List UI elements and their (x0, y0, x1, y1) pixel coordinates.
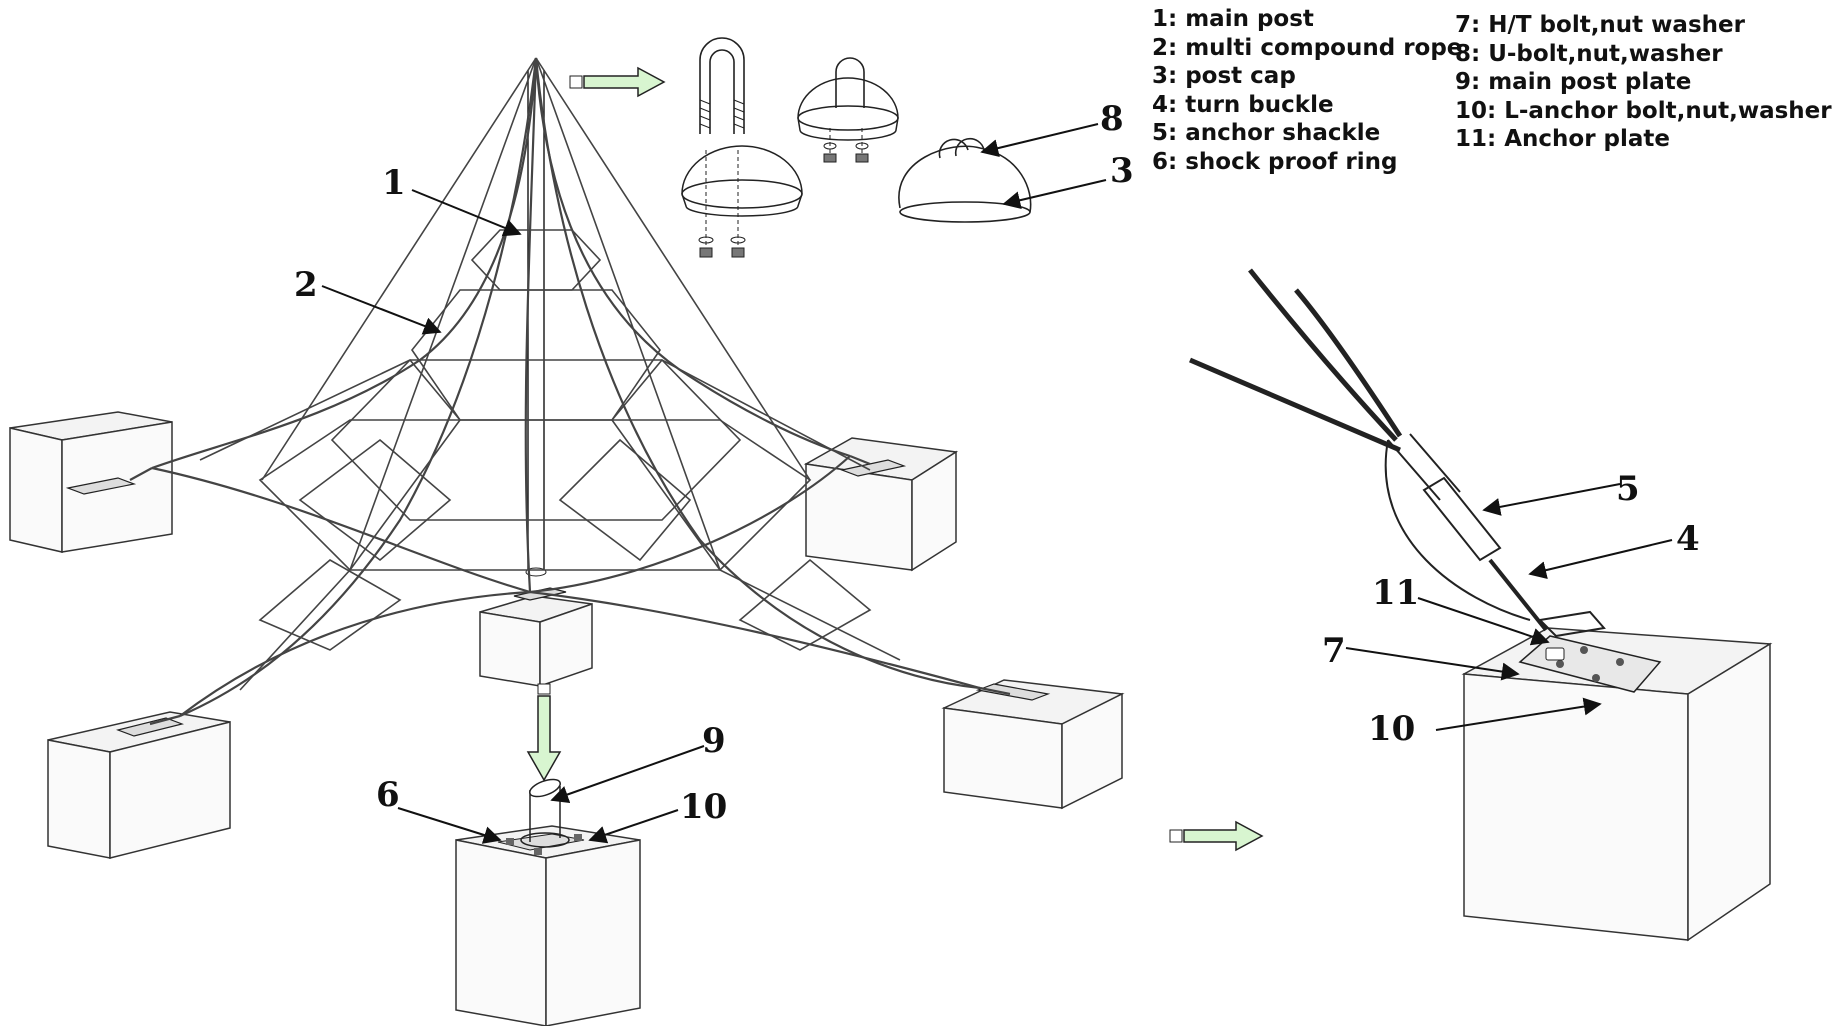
legend-item: 1: main post (1152, 6, 1314, 32)
footing-back-left (9, 411, 173, 553)
legend-item: 7: H/T bolt,nut washer (1455, 12, 1745, 38)
green-arrow-top (569, 66, 666, 98)
footing-back-right (803, 437, 959, 572)
callout-6: 6 (376, 775, 400, 815)
callout-2: 2 (294, 265, 318, 305)
legend-item: 5: anchor shackle (1152, 120, 1381, 146)
legend-item: 2: multi compound rope (1152, 34, 1463, 61)
legend-item: 3: post cap (1152, 63, 1296, 89)
legend-item: 9: main post plate (1455, 69, 1692, 95)
legend-item: 6: shock proof ring (1152, 148, 1398, 175)
callout-3: 3 (1110, 151, 1134, 191)
green-arrow-right (1169, 820, 1264, 852)
callout-10-post: 10 (680, 787, 727, 827)
legend-item: 4: turn buckle (1152, 91, 1334, 118)
callout-11: 11 (1372, 573, 1419, 613)
callout-8: 8 (1100, 99, 1124, 139)
callout-9: 9 (702, 721, 726, 761)
callout-5: 5 (1616, 469, 1640, 509)
parts-legend-right: 7: H/T bolt,nut washer 8: U-bolt,nut,was… (1455, 11, 1832, 154)
callout-7: 7 (1322, 631, 1346, 671)
legend-item: 11: Anchor plate (1455, 126, 1671, 152)
anchor-detail (1189, 268, 1773, 942)
callout-numbers: 1 2 8 3 9 6 10 5 4 11 7 10 (294, 99, 1700, 827)
callout-lines (321, 123, 1673, 844)
green-arrow-down (526, 683, 562, 782)
main-post (525, 70, 547, 577)
callout-1: 1 (382, 163, 406, 203)
legend-item: 10: L-anchor bolt,nut,washer (1455, 97, 1832, 124)
post-footing-detail (455, 778, 641, 1026)
parts-legend-left: 1: main post 2: multi compound rope 3: p… (1152, 5, 1462, 176)
callout-10-anchor: 10 (1368, 709, 1415, 749)
legend-item: 8: U-bolt,nut,washer (1455, 40, 1723, 67)
footing-center (479, 595, 593, 688)
rope-net (129, 57, 1011, 726)
post-cap-exploded (681, 37, 1032, 258)
callout-4: 4 (1676, 519, 1700, 559)
